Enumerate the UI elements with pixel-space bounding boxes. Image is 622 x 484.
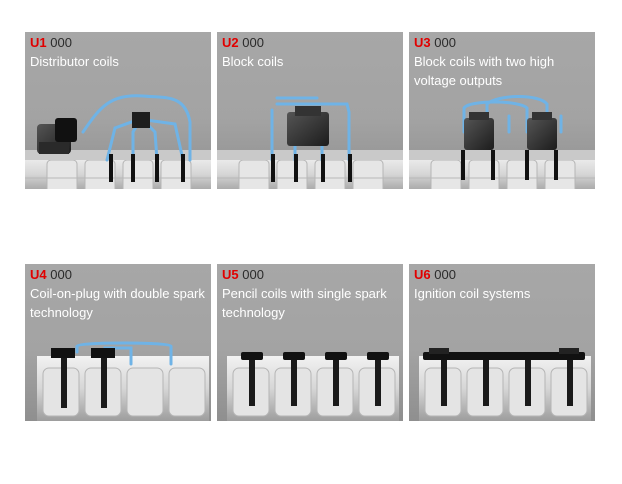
product-tile-u2[interactable]: U2 000 Block coils — [217, 32, 403, 189]
product-prefix: U2 — [222, 35, 239, 50]
product-code: U2 000 — [222, 35, 264, 51]
distributor-coil-icon — [25, 94, 211, 189]
product-prefix: U3 — [414, 35, 431, 50]
pencil-coil-icon — [227, 352, 399, 421]
product-title[interactable]: Ignition coil systems — [414, 286, 531, 301]
product-code: U6 000 — [414, 267, 456, 283]
product-tile-u1[interactable]: U1 000 Distributor coils — [25, 32, 211, 189]
product-code: U4 000 — [30, 267, 72, 283]
product-title[interactable]: Block coils with two high voltage output… — [414, 54, 555, 88]
product-title[interactable]: Distributor coils — [30, 54, 119, 69]
product-number: 000 — [242, 267, 264, 282]
product-code: U5 000 — [222, 267, 264, 283]
product-number: 000 — [242, 35, 264, 50]
double-output-block-coil-icon — [409, 95, 595, 189]
product-code: U3 000 — [414, 35, 456, 51]
product-number: 000 — [434, 267, 456, 282]
product-prefix: U5 — [222, 267, 239, 282]
product-prefix: U1 — [30, 35, 47, 50]
product-tile-u6[interactable]: U6 000 Ignition coil systems — [409, 264, 595, 421]
product-prefix: U6 — [414, 267, 431, 282]
product-title[interactable]: Block coils — [222, 54, 284, 69]
coil-on-plug-icon — [37, 341, 209, 421]
product-title[interactable]: Coil-on-plug with double spark technolog… — [30, 286, 205, 320]
product-title[interactable]: Pencil coils with single spark technolog… — [222, 286, 387, 320]
product-tile-u5[interactable]: U5 000 Pencil coils with single spark te… — [217, 264, 403, 421]
product-code: U1 000 — [30, 35, 72, 51]
product-prefix: U4 — [30, 267, 47, 282]
ignition-coil-rail-icon — [419, 348, 591, 421]
product-tile-u4[interactable]: U4 000 Coil-on-plug with double spark te… — [25, 264, 211, 421]
block-coil-icon — [217, 96, 403, 189]
product-tile-u3[interactable]: U3 000 Block coils with two high voltage… — [409, 32, 595, 189]
product-number: 000 — [50, 35, 72, 50]
product-number: 000 — [434, 35, 456, 50]
product-number: 000 — [50, 267, 72, 282]
